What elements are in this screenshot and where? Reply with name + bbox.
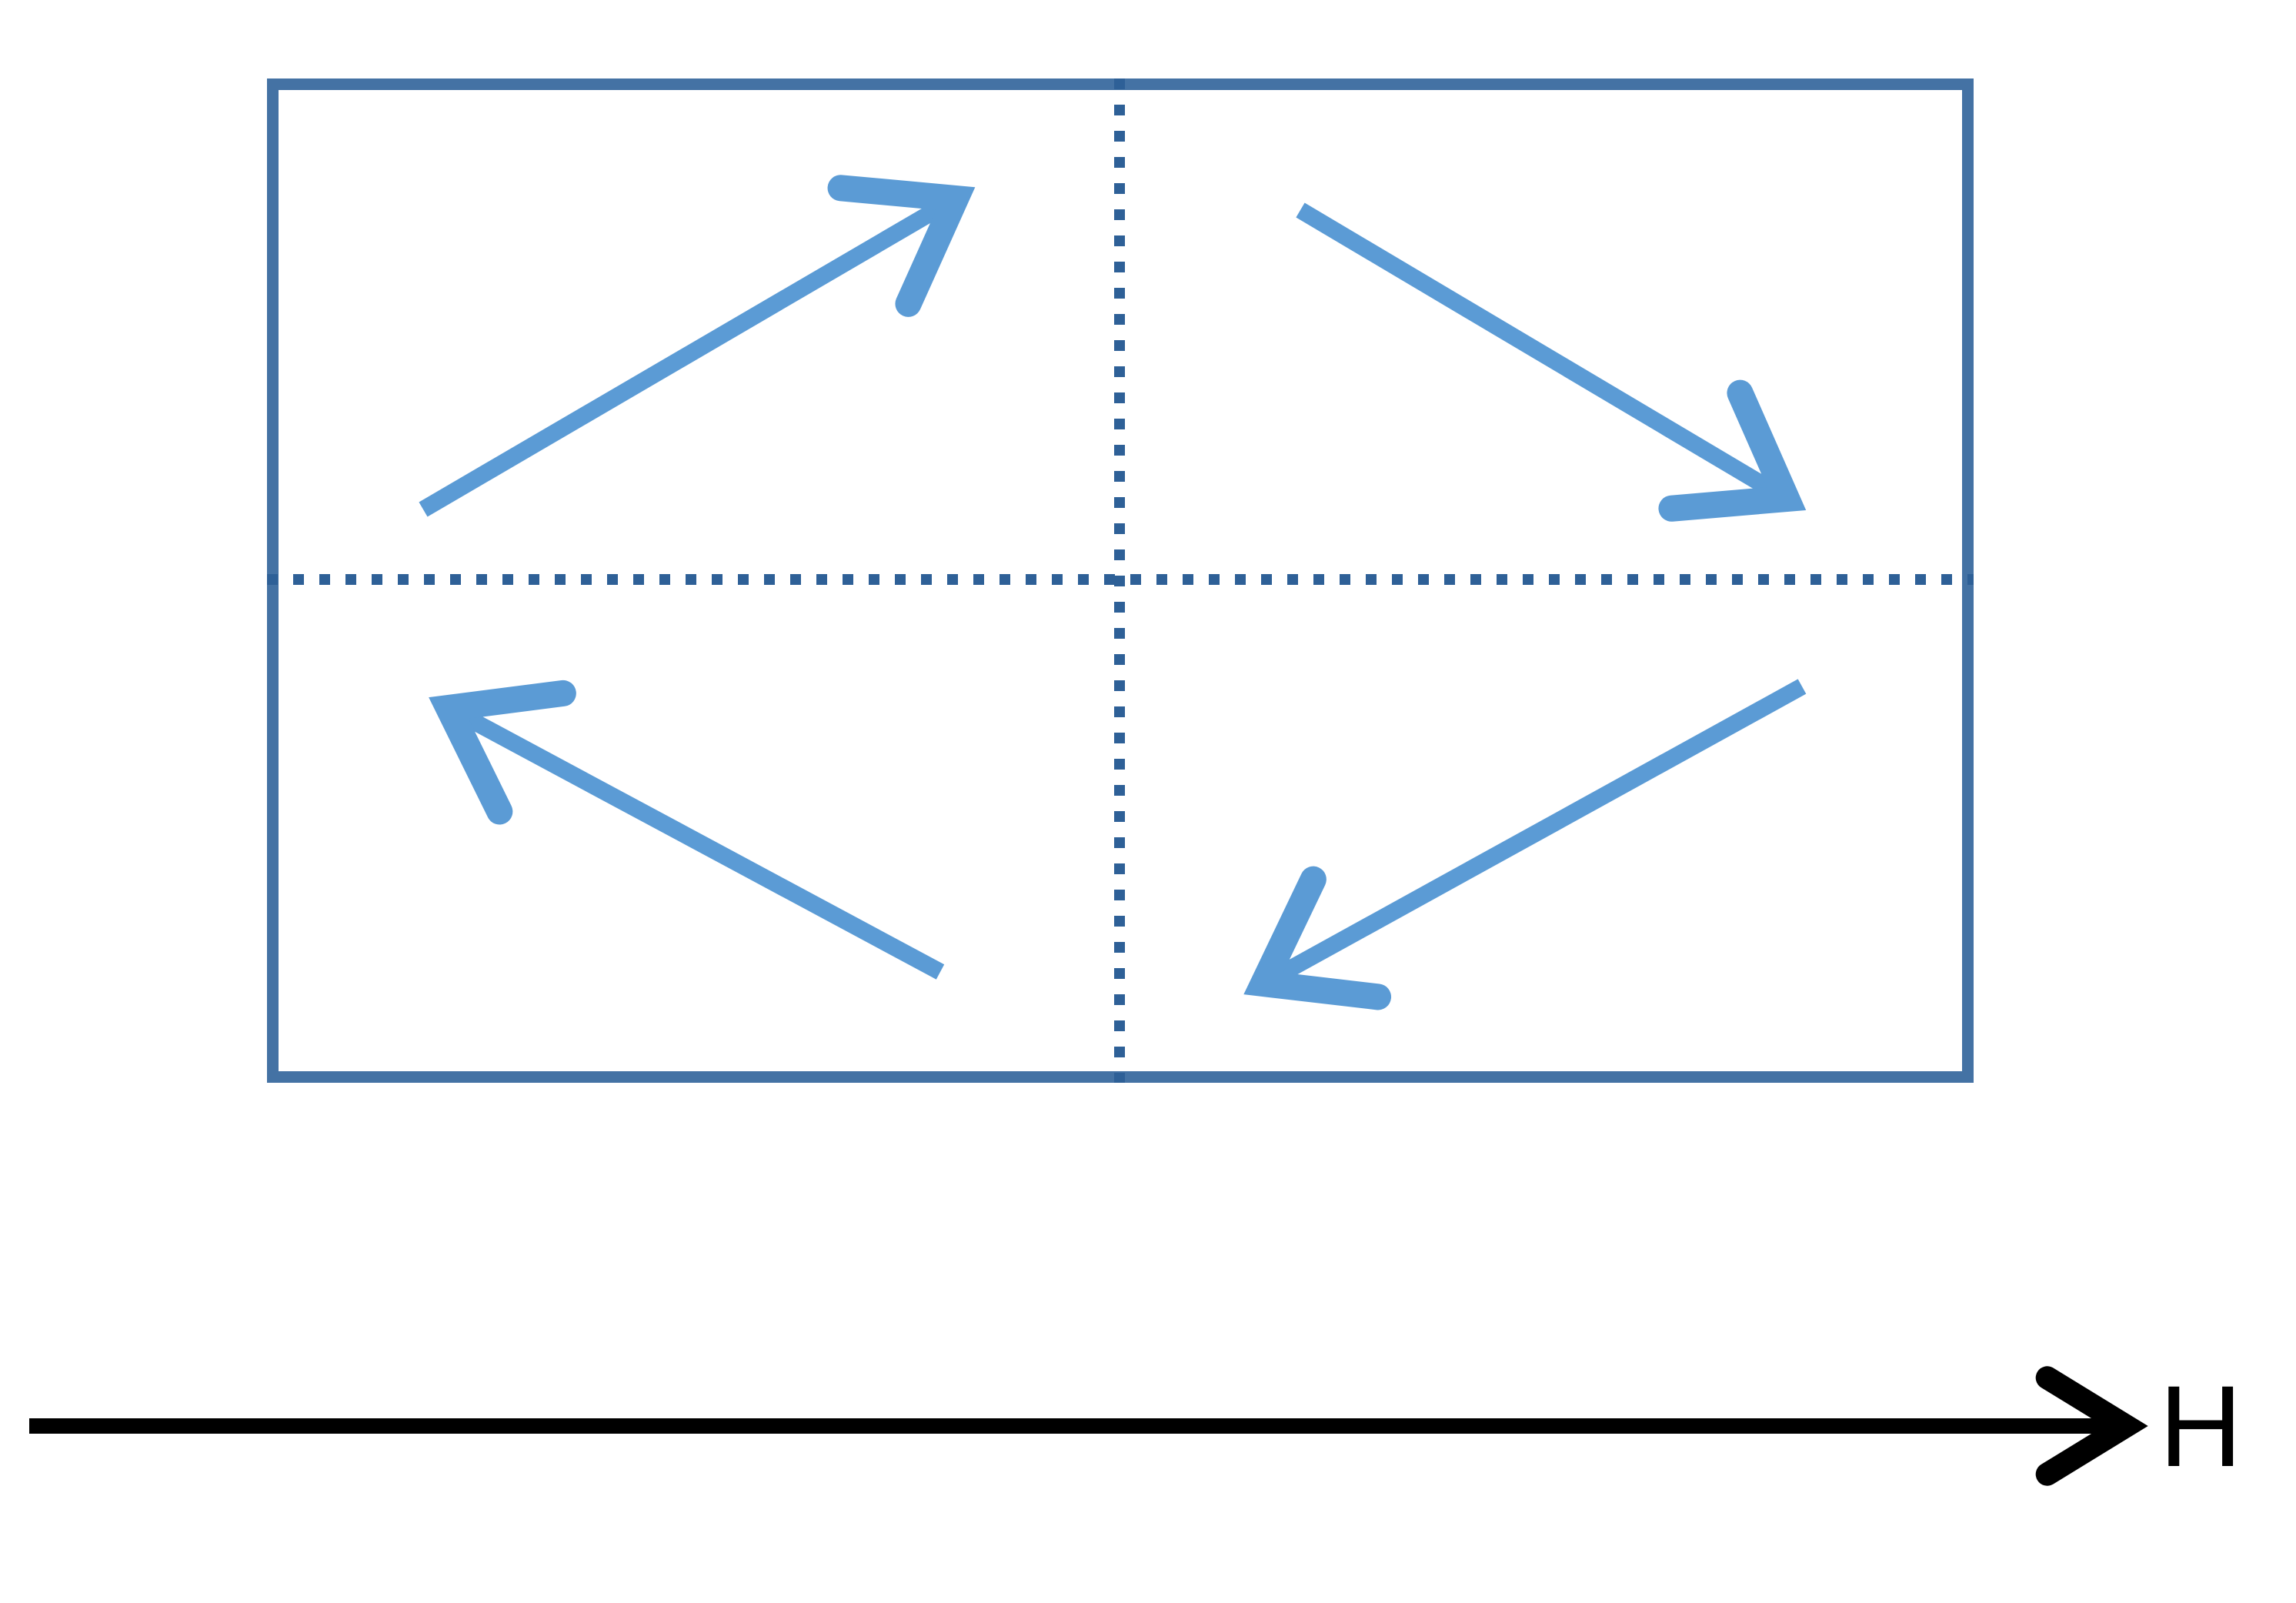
arrow-upper-left-quadrant bbox=[419, 175, 976, 517]
arrow-lower-left-quadrant-shaft bbox=[444, 700, 945, 980]
arrow-upper-left-quadrant-arrowhead-icon bbox=[827, 175, 976, 317]
arrow-lower-right-quadrant bbox=[1243, 679, 1807, 1010]
arrow-lower-left-quadrant-arrowhead-icon bbox=[429, 680, 576, 825]
arrow-lower-left-quadrant bbox=[429, 680, 945, 980]
arrow-upper-right-quadrant-shaft bbox=[1296, 202, 1791, 506]
quadrant-arrow-group bbox=[419, 175, 1807, 1010]
arrow-upper-right-quadrant-arrowhead-icon bbox=[1658, 379, 1807, 522]
axis-label-h: H bbox=[2159, 1361, 2243, 1491]
arrow-lower-right-quadrant-arrowhead-icon bbox=[1243, 866, 1392, 1010]
field-axis-group bbox=[29, 1366, 2148, 1486]
arrow-upper-left-quadrant-shaft bbox=[419, 191, 960, 517]
arrow-lower-right-quadrant-shaft bbox=[1259, 679, 1807, 991]
field-axis-arrowhead-icon bbox=[2035, 1366, 2148, 1486]
arrow-upper-right-quadrant bbox=[1296, 202, 1807, 522]
